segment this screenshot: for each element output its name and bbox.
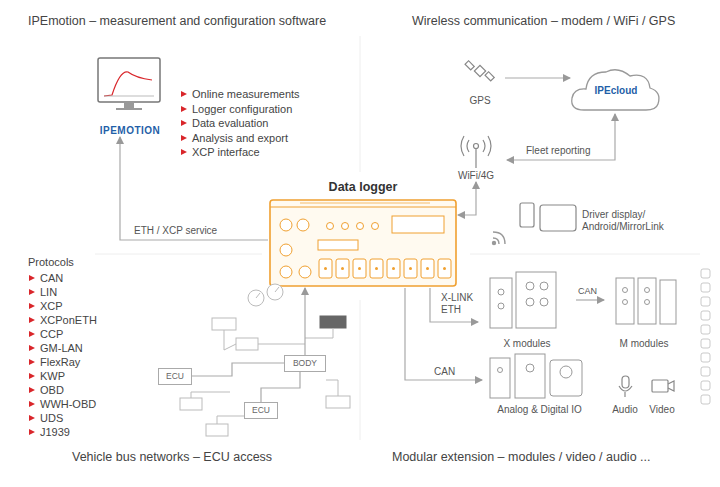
section-title: Modular extension – modules / video / au… xyxy=(392,450,650,465)
connector-label: X-LINK ETH xyxy=(439,292,479,315)
node-label: WiFi/4G xyxy=(458,170,494,182)
audio-video-icons xyxy=(619,376,674,397)
protocol-item: OBD xyxy=(28,384,64,397)
connector xyxy=(576,299,604,300)
protocol-item: J1939 xyxy=(28,426,70,439)
protocol-item: GM-LAN xyxy=(28,342,83,355)
section-title: Vehicle bus networks – ECU access xyxy=(72,450,272,465)
feature-item: Logger configuration xyxy=(180,103,292,116)
protocol-item: UDS xyxy=(28,412,63,425)
feature-item: Analysis and export xyxy=(180,132,288,145)
connector xyxy=(430,288,478,322)
connector xyxy=(507,114,615,160)
protocol-item: CCP xyxy=(28,328,63,341)
connector xyxy=(304,288,305,355)
protocol-item: KWP xyxy=(28,370,65,383)
node-label: Data logger xyxy=(329,180,398,195)
section-title: IPEmotion – measurement and configuratio… xyxy=(28,14,326,29)
list-heading: Protocols xyxy=(28,256,74,269)
icon-column xyxy=(700,268,712,408)
connector-label: Fleet reporting xyxy=(524,145,592,157)
protocol-item: FlexRay xyxy=(28,356,80,369)
audio-icon: Audio xyxy=(608,372,642,416)
x-module-icons xyxy=(490,272,556,328)
driver-display: Driver display/ Android/MirrorLink xyxy=(512,198,702,244)
cloud-icon xyxy=(572,70,659,110)
connector-label: CAN xyxy=(432,366,457,378)
io-module-icons xyxy=(490,354,582,398)
node-label: BODY xyxy=(293,358,317,368)
node-label: IPEMOTION xyxy=(100,125,161,137)
connector xyxy=(405,288,482,380)
software-icon: IPEMOTION xyxy=(90,55,170,137)
connector xyxy=(261,372,300,402)
ecu-box: ECU xyxy=(244,402,278,419)
node-label: ECU xyxy=(166,371,184,381)
protocol-item: XCPonETH xyxy=(28,314,97,327)
connector xyxy=(458,182,476,215)
tablet-icons xyxy=(520,203,576,231)
node-label: IPEcloud xyxy=(595,85,638,97)
ecu-box: ECU xyxy=(158,368,192,385)
video-icon: Video xyxy=(644,372,680,416)
node-label: GPS xyxy=(469,95,490,107)
vehicle-network xyxy=(180,284,350,436)
node-label: M modules xyxy=(620,338,669,350)
protocol-item: WWH-OBD xyxy=(28,398,96,411)
data-logger: Data logger xyxy=(268,180,458,288)
node-label: X modules xyxy=(503,338,550,350)
x-modules: X modules xyxy=(478,268,576,350)
node-label: ECU xyxy=(252,405,270,415)
gps-satellite-icon xyxy=(465,61,494,81)
connector xyxy=(192,363,284,376)
body-box: BODY xyxy=(284,355,326,372)
antenna: WiFi/4G xyxy=(445,136,507,182)
protocol-item: XCP xyxy=(28,300,63,313)
feature-item: Data evaluation xyxy=(180,117,268,130)
cloud: IPEcloud xyxy=(570,62,662,114)
node-label: Video xyxy=(649,404,674,416)
m-module-icons xyxy=(616,278,676,324)
connector xyxy=(505,77,570,78)
gps-icon: GPS xyxy=(455,62,505,107)
node-label: Audio xyxy=(612,404,638,416)
node-label: Driver display/ Android/MirrorLink xyxy=(582,209,692,233)
protocol-item: CAN xyxy=(28,272,63,285)
divider-lines xyxy=(95,36,700,440)
io-modules: Analog & Digital IO xyxy=(482,350,597,416)
connector-label: CAN xyxy=(577,286,598,296)
feature-item: XCP interface xyxy=(180,146,260,159)
wifi-antenna-icon xyxy=(461,136,491,168)
wireless-signal xyxy=(493,232,506,245)
monitor-icon xyxy=(98,58,160,109)
feature-item: Online measurements xyxy=(180,88,300,101)
connector-label: ETH / XCP service xyxy=(132,225,219,237)
section-title: Wireless communication – modem / WiFi / … xyxy=(412,14,675,29)
node-label: Analog & Digital IO xyxy=(497,404,582,416)
data-logger-device xyxy=(270,200,456,286)
protocol-item: LIN xyxy=(28,286,57,299)
m-modules: M modules xyxy=(604,268,684,350)
connector xyxy=(120,137,268,240)
